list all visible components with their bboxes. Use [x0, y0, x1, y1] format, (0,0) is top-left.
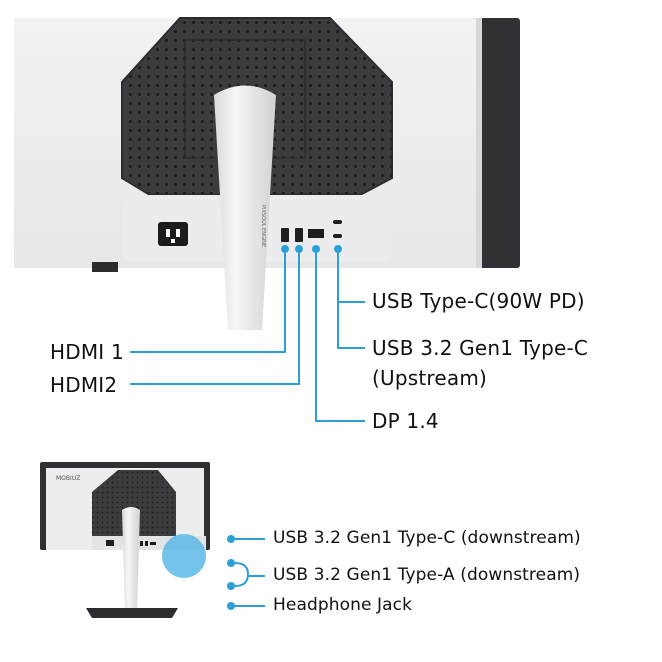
- leader-lines: [130, 253, 365, 422]
- monitor-rear-full: MOBIUZ: [40, 462, 265, 618]
- label-usb-c-upstream-line2: (Upstream): [372, 366, 488, 390]
- label-usb-c-downstream: USB 3.2 Gen1 Type-C (downstream): [273, 528, 581, 548]
- side-port-highlight: [162, 534, 206, 578]
- usb-c-port-icon: [333, 220, 342, 238]
- hdmi-port-icon: [281, 228, 303, 242]
- monitor-side-edge: [478, 18, 520, 268]
- displayport-icon: [308, 229, 324, 238]
- mini-stand-neck: [122, 507, 140, 614]
- label-hdmi1: HDMI 1: [50, 340, 124, 364]
- power-inlet-icon: [158, 222, 188, 246]
- stand-neck: [214, 85, 276, 330]
- monitor-rear-closeup: PIXSOUL ENGINE: [14, 17, 520, 422]
- legend-markers: [227, 535, 235, 610]
- port-markers: [281, 245, 342, 253]
- label-usb-c-upstream-line1: USB 3.2 Gen1 Type-C: [372, 336, 589, 360]
- label-usb-c-90w: USB Type-C(90W PD): [372, 289, 585, 313]
- stand-text: PIXSOUL ENGINE: [260, 205, 266, 247]
- label-hdmi2: HDMI2: [50, 373, 118, 397]
- label-dp: DP 1.4: [372, 409, 439, 433]
- brand-text: MOBIUZ: [56, 475, 80, 482]
- label-headphone-jack: Headphone Jack: [273, 595, 413, 615]
- label-usb-a-downstream: USB 3.2 Gen1 Type-A (downstream): [273, 565, 581, 585]
- legend-lines: [234, 538, 265, 607]
- mini-stand-base: [86, 608, 178, 618]
